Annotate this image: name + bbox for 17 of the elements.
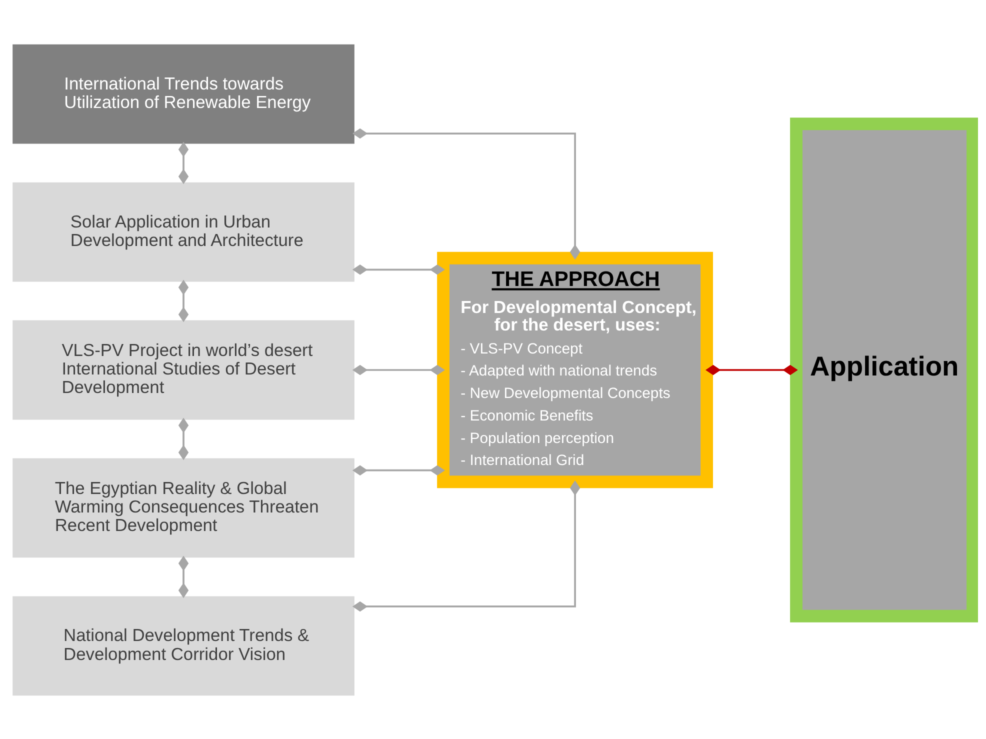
node-box: VLS-PV Project in world’s desert International Studies of Desert Development — [12, 320, 354, 420]
node-box: Solar Application in Urban Development and Architecture — [12, 182, 354, 282]
connector — [178, 141, 189, 184]
connector — [352, 464, 445, 475]
connector — [178, 417, 189, 460]
connector — [352, 264, 445, 274]
connector — [352, 364, 445, 375]
node-box: Application — [790, 117, 978, 622]
connector — [352, 480, 580, 612]
connector — [352, 128, 580, 260]
connector — [178, 279, 189, 322]
node-box: International Trends towards Utilization of Renewable Energy — [12, 44, 354, 144]
connector — [178, 555, 189, 598]
connector — [706, 364, 798, 375]
node-box: THE APPROACH For Developmental Concept, for the desert, uses: - VLS-PV Concept - Adapted with national trends - New Developmental Concepts - Economic Benefits - Population perception - International Grid — [437, 251, 713, 488]
node-box: The Egyptian Reality & Global Warming Consequences Threaten Recent Development — [12, 458, 354, 558]
node-box: National Development Trends & Development Corridor Vision — [12, 596, 354, 696]
